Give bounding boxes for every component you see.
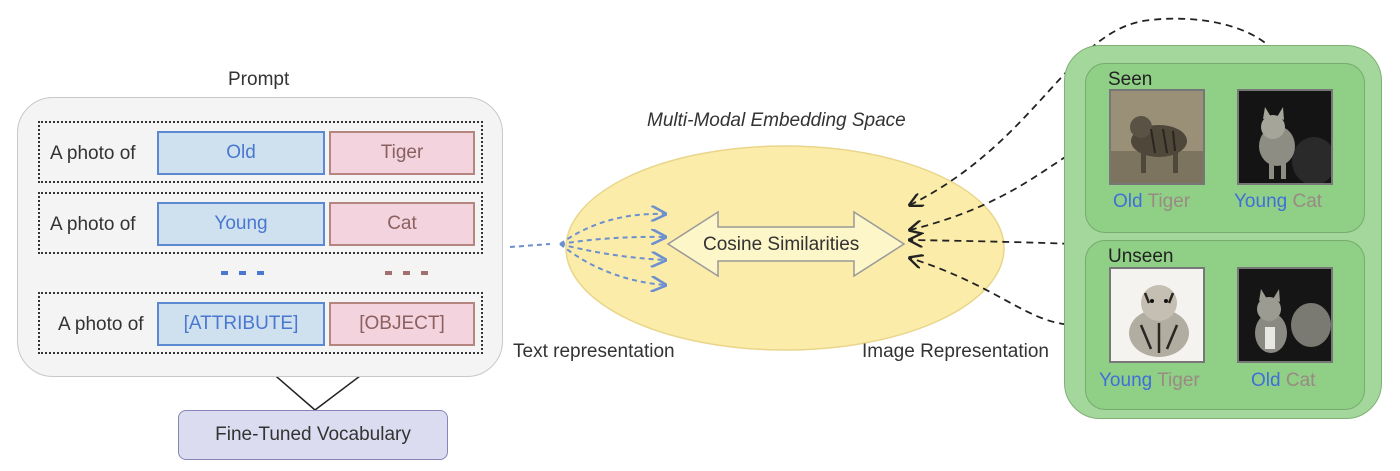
caption-object: Tiger xyxy=(1157,370,1200,391)
caption-young-tiger: Young Tiger xyxy=(1099,370,1200,392)
prompt-lead-text: A photo of xyxy=(58,314,144,335)
seen-label: Seen xyxy=(1108,69,1153,90)
caption-old-cat: Old Cat xyxy=(1251,370,1315,392)
caption-object: Cat xyxy=(1292,191,1323,212)
object-token: Cat xyxy=(329,202,475,246)
prompt-row: A photo of [ATTRIBUTE] [OBJECT] xyxy=(38,292,483,354)
prompt-row: A photo of Young Cat xyxy=(38,192,483,254)
attribute-token: [ATTRIBUTE] xyxy=(157,302,325,346)
object-token: Tiger xyxy=(329,131,475,175)
young-tiger-image xyxy=(1109,267,1205,363)
caption-object: Cat xyxy=(1285,370,1316,391)
caption-old-tiger: Old Tiger xyxy=(1113,191,1190,213)
attribute-token: Old xyxy=(157,131,325,175)
cosine-double-arrow xyxy=(666,210,906,278)
caption-young-cat: Young Cat xyxy=(1234,191,1322,213)
old-cat-image xyxy=(1237,267,1333,363)
image-representation-label: Image Representation xyxy=(862,341,1049,362)
prompt-row: A photo of Old Tiger xyxy=(38,121,483,183)
caption-object: Tiger xyxy=(1147,191,1191,212)
caption-attribute: Old xyxy=(1251,370,1281,391)
embedding-space-title: Multi-Modal Embedding Space xyxy=(647,110,906,131)
prompt-lead-text: A photo of xyxy=(50,143,136,164)
object-token: [OBJECT] xyxy=(329,302,475,346)
fine-tuned-vocabulary-box: Fine-Tuned Vocabulary xyxy=(178,410,448,460)
attribute-token: Young xyxy=(157,202,325,246)
caption-attribute: Young xyxy=(1099,370,1153,391)
text-representation-label: Text representation xyxy=(513,341,675,362)
caption-attribute: Old xyxy=(1113,191,1143,212)
prompt-lead-text: A photo of xyxy=(50,214,136,235)
unseen-label: Unseen xyxy=(1108,246,1174,267)
prompt-title: Prompt xyxy=(228,69,290,90)
cosine-similarities-label: Cosine Similarities xyxy=(703,234,860,255)
young-cat-image xyxy=(1237,89,1333,185)
caption-attribute: Young xyxy=(1234,191,1288,212)
text-representation-arrows xyxy=(509,214,665,285)
old-tiger-image xyxy=(1109,89,1205,185)
